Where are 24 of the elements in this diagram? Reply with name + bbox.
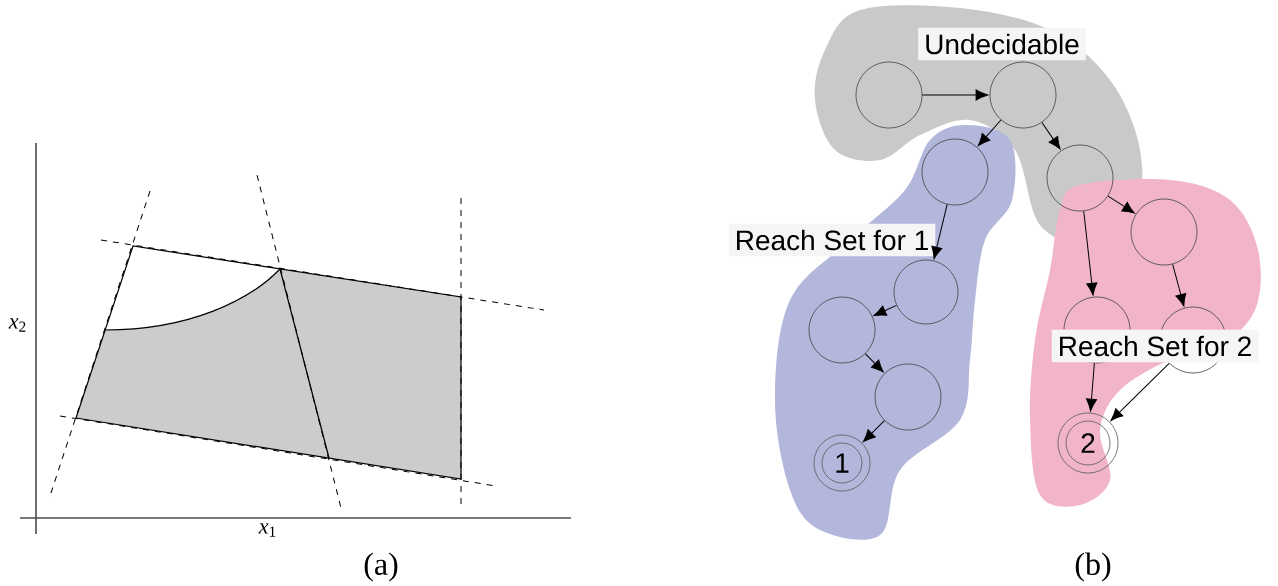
arrow	[1041, 122, 1061, 150]
arrow	[873, 304, 897, 316]
arrow	[977, 119, 1002, 147]
state-circle	[893, 259, 959, 325]
state-circle	[855, 61, 923, 129]
state-circle	[874, 363, 942, 431]
arrow	[1172, 263, 1187, 307]
arrow	[864, 353, 884, 373]
state-circle	[808, 296, 876, 364]
arrow	[1083, 210, 1098, 296]
arrow	[862, 420, 885, 443]
arrow	[1107, 195, 1135, 214]
axis-label: x$_{2}$	[8, 318, 26, 332]
state-circle	[1046, 144, 1114, 212]
axis-label: x$_{1}$	[258, 523, 276, 537]
state-circle	[989, 61, 1057, 129]
arrow	[931, 203, 948, 260]
state-circle	[1130, 198, 1198, 266]
arrow	[921, 89, 989, 101]
arrow	[1085, 362, 1098, 412]
panel-caption: (b)	[1075, 552, 1111, 582]
arrow	[1110, 362, 1170, 421]
state-circle	[921, 138, 989, 206]
panel-caption: (a)	[364, 552, 398, 582]
